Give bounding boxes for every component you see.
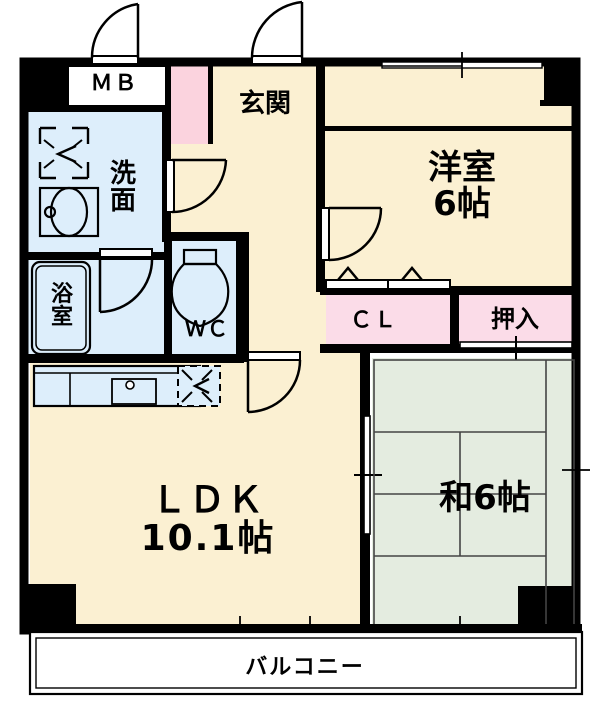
entry-step [170, 64, 210, 144]
cl-folding-door-symbol [325, 266, 451, 290]
wall-hall-bedroom [316, 62, 325, 292]
wc-floor [170, 238, 242, 358]
wall-bedroom-notch [540, 100, 576, 106]
balcony-outline [28, 630, 584, 696]
pillar-top-right [544, 58, 580, 106]
tatami-mat-grid [373, 359, 575, 629]
mb-door-symbol [90, 2, 140, 65]
bedroom-top-window [381, 52, 543, 78]
wall-genkan-bottom [316, 126, 576, 131]
yokushitsu-floor [24, 258, 166, 358]
wall-water-bottom [24, 354, 244, 363]
wall-closet-bottom [320, 344, 576, 353]
wall-hall-right-lower [240, 232, 249, 362]
balcony-bottom-ledge [24, 624, 582, 632]
wall-cl-oshiire-divider [450, 286, 459, 352]
washitsu-sliding-door-symbol [354, 415, 382, 535]
wall-wc-top [164, 232, 244, 241]
wall-mb-bottom [62, 104, 166, 112]
bathroom-door-symbol [98, 248, 154, 314]
ldk-door-symbol [246, 351, 302, 414]
toilet-bowl [170, 248, 230, 328]
wall-ldk-notch [68, 588, 76, 630]
mb-box [67, 65, 167, 107]
wall-senmen-bottom [24, 252, 166, 260]
wall-ldk-notch-top [24, 584, 76, 592]
entrance-door-symbol [250, 0, 304, 65]
bedroom-door-symbol [320, 206, 383, 262]
kitchen-counter [32, 364, 202, 408]
oshiire-sliding-door-symbol [459, 336, 573, 360]
cl-floor [326, 290, 452, 346]
bath-tub [30, 260, 92, 356]
pillar-top-left [20, 58, 74, 112]
bedroom-floor [320, 62, 575, 292]
washing-machine-space-symbol [38, 126, 90, 180]
wall-entry-step-right [208, 62, 213, 144]
wall-bedroom-bottom [320, 286, 576, 295]
senmen-floor [24, 112, 166, 260]
hall-door-symbol [165, 158, 228, 214]
wall-senmen-right [162, 62, 171, 242]
vanity-sink [38, 186, 100, 238]
wall-wc-left [164, 238, 172, 360]
refrigerator-space-symbol [177, 365, 221, 407]
